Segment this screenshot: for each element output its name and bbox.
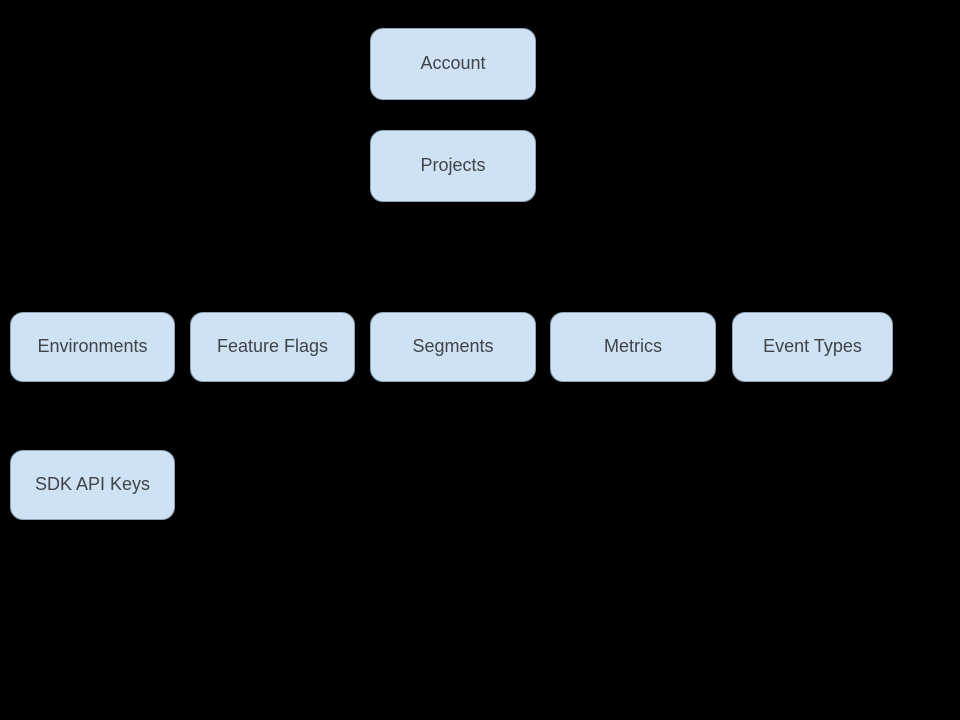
node-event-types: Event Types <box>732 312 893 382</box>
node-environments-label: Environments <box>37 336 148 357</box>
node-event-types-label: Event Types <box>763 336 862 357</box>
node-feature-flags-label: Feature Flags <box>216 336 329 357</box>
node-feature-flags: Feature Flags <box>190 312 355 382</box>
node-account: Account <box>370 28 536 100</box>
node-sdk-api-keys-label: SDK API Keys <box>34 474 151 495</box>
node-projects: Projects <box>370 130 536 202</box>
node-environments: Environments <box>10 312 175 382</box>
node-segments: Segments <box>370 312 536 382</box>
node-segments-label: Segments <box>412 336 494 357</box>
node-account-label: Account <box>420 53 486 74</box>
node-metrics: Metrics <box>550 312 716 382</box>
node-sdk-api-keys: SDK API Keys <box>10 450 175 520</box>
node-metrics-label: Metrics <box>604 336 662 357</box>
node-projects-label: Projects <box>420 155 486 176</box>
